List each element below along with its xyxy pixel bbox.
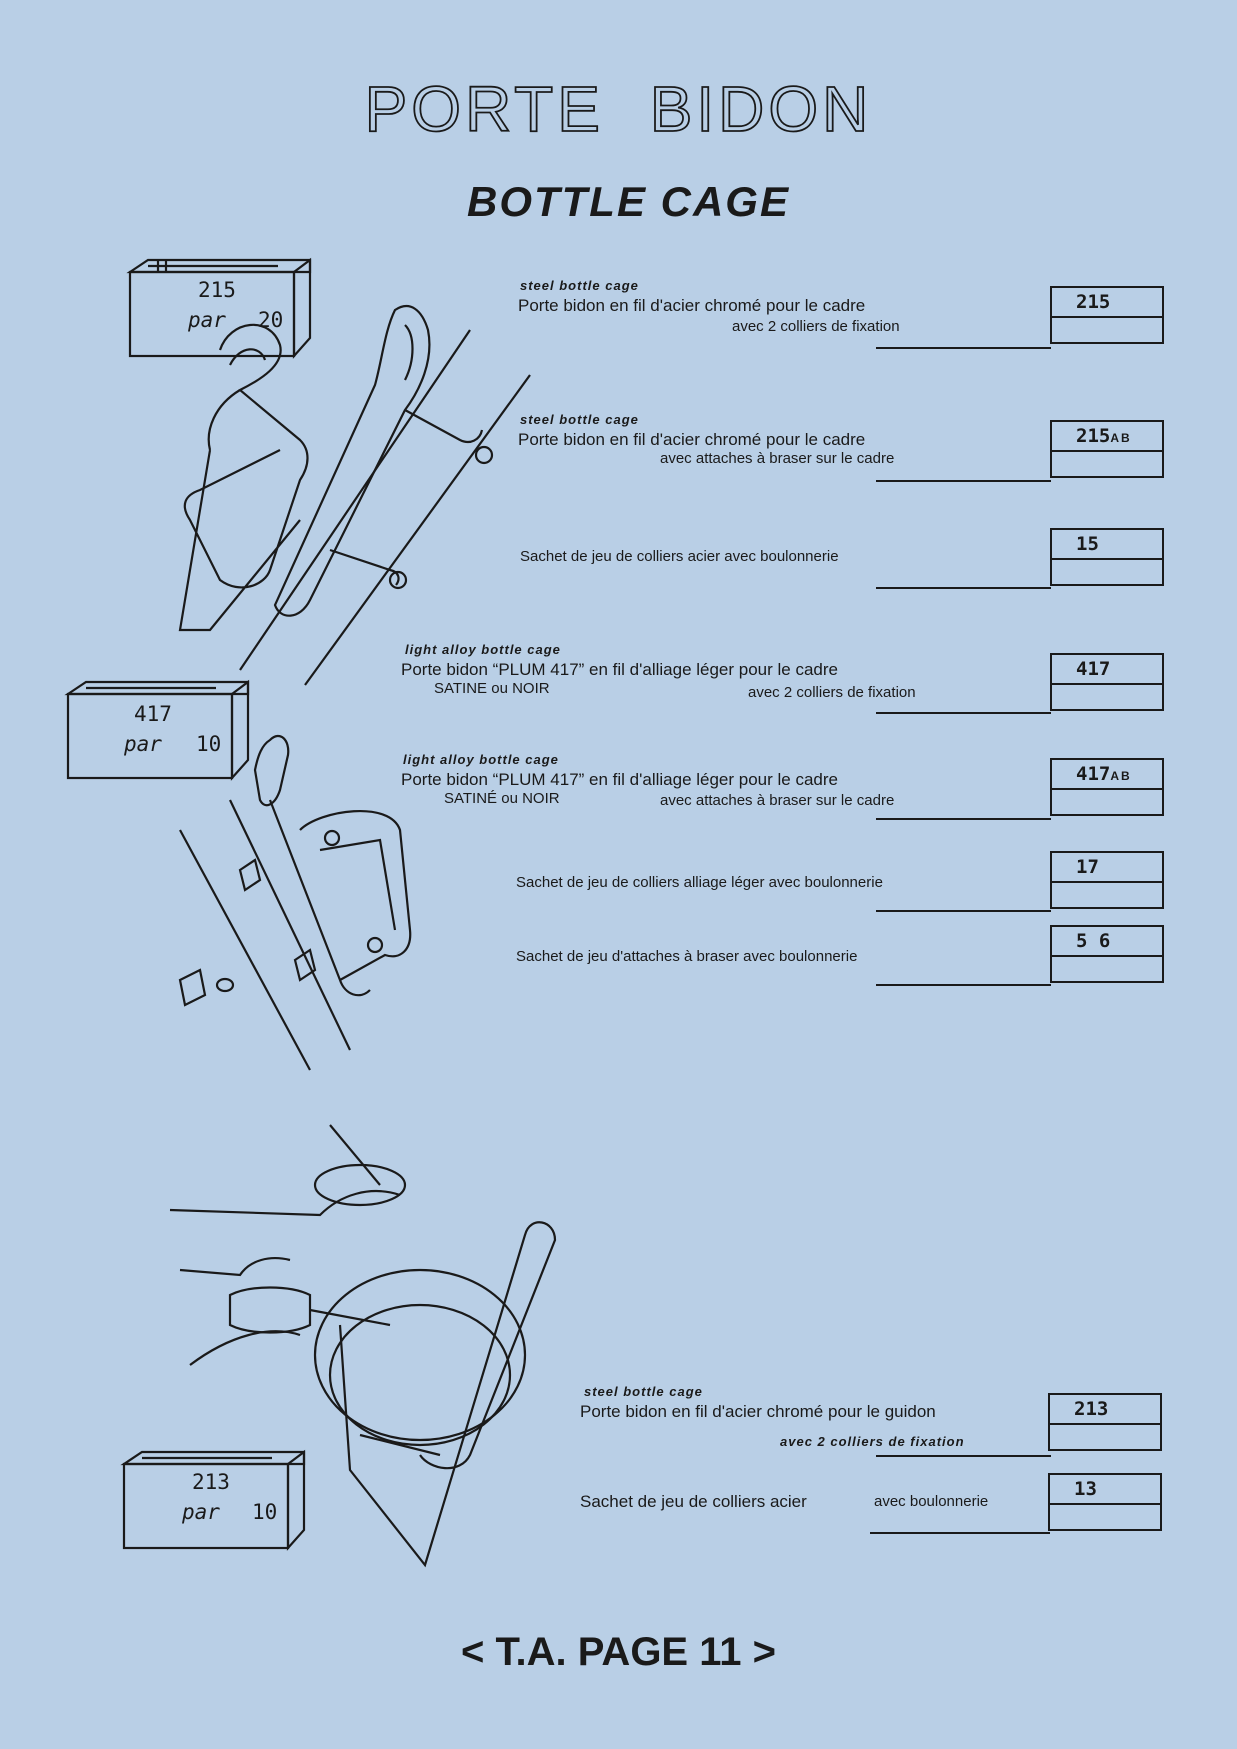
product-desc: Sachet de jeu de colliers acier avec bou… — [520, 548, 839, 565]
package-box-417: 417 par 10 — [64, 679, 251, 781]
page-title: PORTE BIDON — [364, 72, 873, 146]
box-code: 215 — [198, 278, 236, 302]
ref-code: 215 — [1052, 288, 1162, 318]
ref-code-suffix: AB — [1110, 769, 1132, 783]
box-drawing — [126, 257, 312, 359]
row-rule — [876, 347, 1051, 349]
ref-code: 213 — [1050, 1395, 1160, 1425]
product-color-options: SATINÉ ou NOIR — [444, 790, 560, 807]
product-desc-extra: avec boulonnerie — [874, 1493, 989, 1510]
ref-code: 5 6 — [1052, 927, 1162, 957]
steel-cage-illustration — [178, 305, 531, 686]
handlebar-cage-illustration — [169, 1124, 557, 1568]
ref-code-main: 417 — [1076, 763, 1111, 785]
row-rule — [876, 480, 1051, 482]
product-desc: Porte bidon “PLUM 417” en fil d'alliage … — [401, 770, 838, 789]
product-desc: Sachet de jeu d'attaches à braser avec b… — [516, 948, 858, 965]
ref-box-13: 13 — [1048, 1473, 1162, 1531]
ref-box-417ab: 417AB — [1050, 758, 1164, 816]
product-desc-sub: avec attaches à braser sur le cadre — [660, 450, 895, 467]
box-drawing — [64, 679, 250, 781]
ref-code: 417 — [1052, 655, 1162, 685]
box-qty: 10 — [252, 1500, 278, 1524]
ref-code-main: 215 — [1076, 425, 1111, 447]
product-desc: Sachet de jeu de colliers alliage léger … — [516, 874, 883, 891]
row-rule — [876, 910, 1051, 912]
ref-code: 17 — [1052, 853, 1162, 883]
row-rule — [876, 712, 1051, 714]
product-label-en: light alloy bottle cage — [405, 642, 561, 657]
page-number: < T.A. PAGE 11 > — [461, 1630, 776, 1674]
box-qty-label: par — [124, 732, 162, 756]
product-desc-sub: avec 2 colliers de fixation — [780, 1434, 965, 1449]
box-qty-label: par — [182, 1500, 220, 1524]
ref-code: 417AB — [1052, 760, 1162, 790]
alloy-cage-illustration — [178, 734, 412, 1071]
package-box-215: 215 par 20 — [126, 257, 313, 359]
row-rule — [876, 1455, 1051, 1457]
ref-box-215ab: 215AB — [1050, 420, 1164, 478]
ref-code: 13 — [1050, 1475, 1160, 1505]
product-desc-sub: avec attaches à braser sur le cadre — [660, 792, 895, 809]
product-desc: Porte bidon “PLUM 417” en fil d'alliage … — [401, 660, 838, 679]
ref-box-15: 15 — [1050, 528, 1164, 586]
row-rule — [870, 1532, 1050, 1534]
product-desc: Porte bidon en fil d'acier chromé pour l… — [518, 430, 866, 449]
package-box-213: 213 par 10 — [120, 1449, 307, 1551]
row-rule — [876, 587, 1051, 589]
product-label-en: steel bottle cage — [520, 278, 639, 293]
box-qty: 20 — [258, 308, 284, 332]
product-color-options: SATINE ou NOIR — [434, 680, 550, 697]
product-label-en: steel bottle cage — [584, 1384, 703, 1399]
ref-code: 15 — [1052, 530, 1162, 560]
ref-box-417: 417 — [1050, 653, 1164, 711]
ref-box-213: 213 — [1048, 1393, 1162, 1451]
box-code: 417 — [134, 702, 172, 726]
row-rule — [876, 984, 1051, 986]
ref-code-suffix: AB — [1110, 431, 1132, 445]
product-desc: Porte bidon en fil d'acier chromé pour l… — [518, 296, 866, 315]
ref-box-56: 5 6 — [1050, 925, 1164, 983]
product-label-en: light alloy bottle cage — [403, 752, 559, 767]
product-desc: Porte bidon en fil d'acier chromé pour l… — [580, 1402, 936, 1421]
box-qty: 10 — [196, 732, 222, 756]
row-rule — [876, 818, 1051, 820]
box-drawing — [120, 1449, 306, 1551]
product-desc-sub: avec 2 colliers de fixation — [748, 684, 916, 701]
product-desc-sub: avec 2 colliers de fixation — [732, 318, 900, 335]
product-desc: Sachet de jeu de colliers acier — [580, 1492, 807, 1511]
ref-box-215: 215 — [1050, 286, 1164, 344]
ref-code: 215AB — [1052, 422, 1162, 452]
box-code: 213 — [192, 1470, 230, 1494]
product-label-en: steel bottle cage — [520, 412, 639, 427]
ref-box-17: 17 — [1050, 851, 1164, 909]
box-qty-label: par — [188, 308, 226, 332]
page-subtitle: BOTTLE CAGE — [467, 178, 790, 225]
